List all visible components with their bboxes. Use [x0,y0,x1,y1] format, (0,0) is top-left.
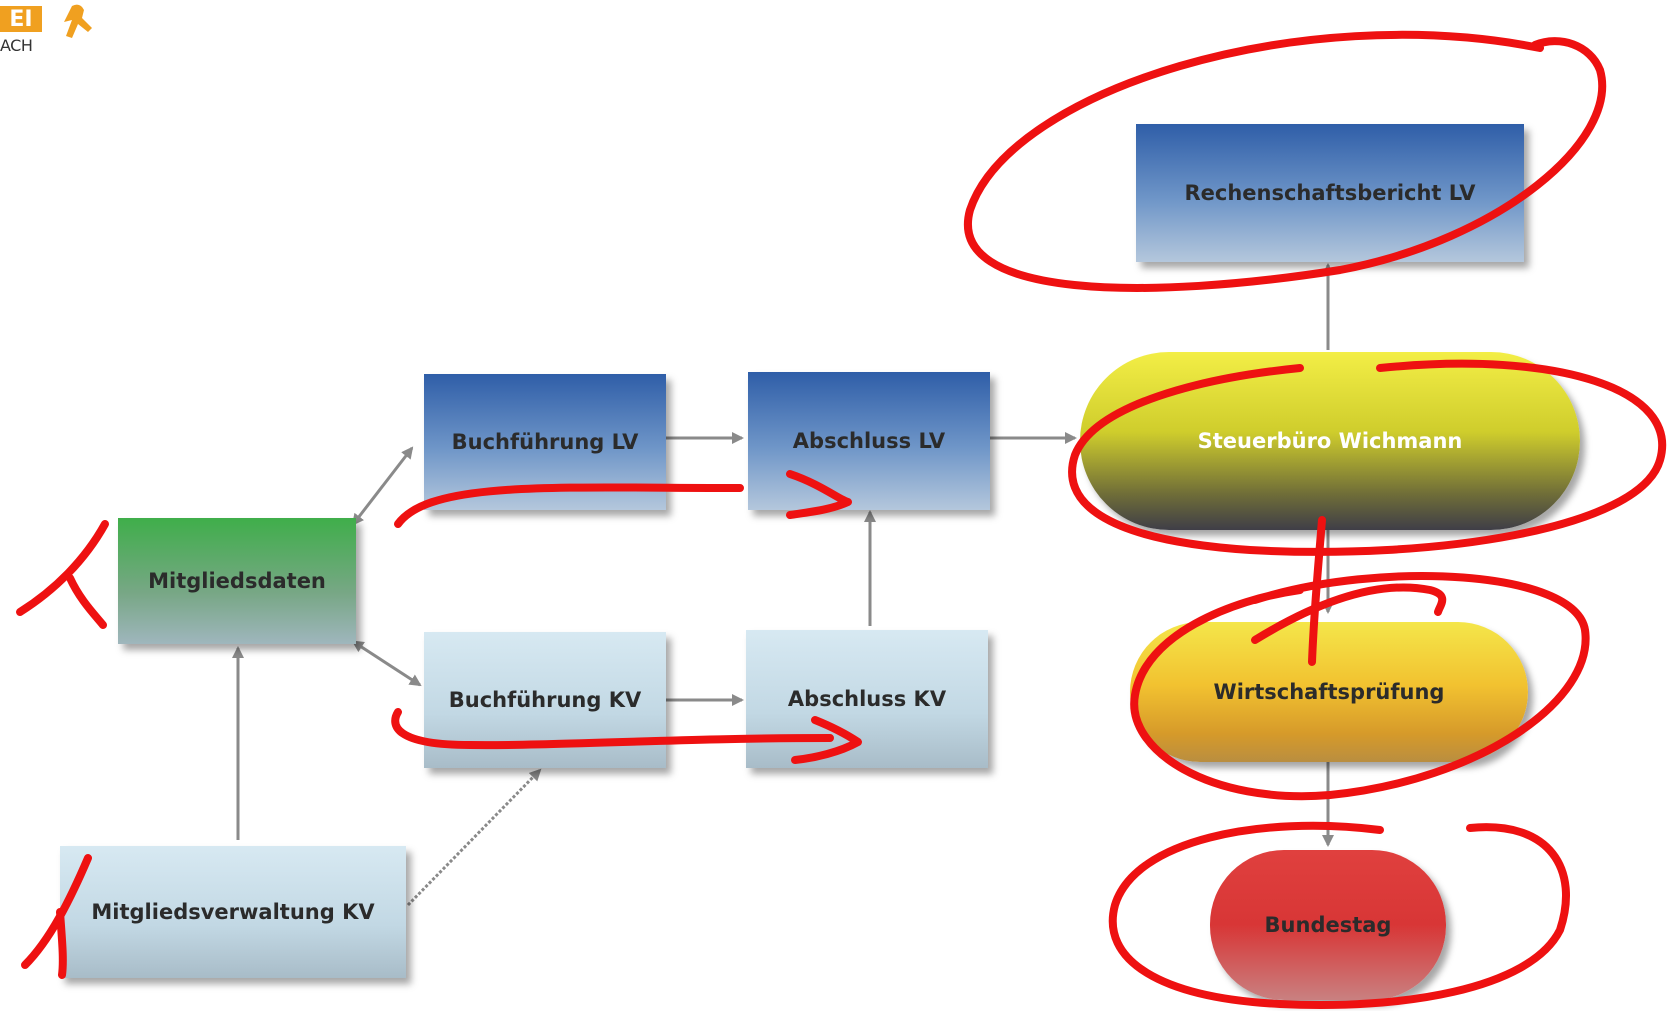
annotation-x-mitgliedsverwaltung [21,854,92,979]
arrow-mvkv-to-bfKV [406,768,542,907]
annotation-x-mitgliedsdaten [16,520,109,629]
node-mitgliedsdaten: Mitgliedsdaten [118,518,356,644]
node-abschluss-kv: Abschluss KV [746,630,988,768]
node-rechenschaftsbericht-lv-label: Rechenschaftsbericht LV [1184,181,1476,205]
node-bundestag: Bundestag [1210,850,1446,1000]
annotation-ellipse-rechenschaftsbericht [964,30,1606,292]
node-buchfuehrung-lv-label: Buchführung LV [451,430,639,454]
annotation-arrow-kv [391,708,862,764]
node-mitgliedsverwaltung-kv-label: Mitgliedsverwaltung KV [91,900,375,924]
node-steuerbuero-wichmann: Steuerbüro Wichmann [1080,352,1580,530]
arrow-mitglied-bfLV [351,446,414,526]
annotation-hook-wirtschaftspruefung [1251,583,1447,644]
node-buchfuehrung-kv-label: Buchführung KV [448,688,642,712]
logo-mark: EI [0,6,42,32]
node-abschluss-kv-label: Abschluss KV [787,687,947,711]
annotation-ellipse-wirtschaftspruefung [1130,572,1590,801]
logo: EI ACH [0,0,125,70]
node-rechenschaftsbericht-lv: Rechenschaftsbericht LV [1136,124,1524,262]
node-mitgliedsdaten-label: Mitgliedsdaten [148,569,326,593]
node-abschluss-lv: Abschluss LV [748,372,990,510]
annotation-ellipse-bundestag [1108,821,1570,1010]
node-abschluss-lv-label: Abschluss LV [792,429,946,453]
node-mitgliedsverwaltung-kv: Mitgliedsverwaltung KV [60,846,406,978]
annotation-cross-steuerbuero-vertical [1308,516,1326,666]
node-steuerbuero-wichmann-label: Steuerbüro Wichmann [1197,429,1463,453]
arrow-mitglied-bfKV [351,640,422,687]
node-wirtschaftspruefung-label: Wirtschaftsprüfung [1213,680,1445,704]
annotation-ellipse-steuerbuero [1068,359,1666,556]
node-wirtschaftspruefung: Wirtschaftsprüfung [1130,622,1528,762]
node-bundestag-label: Bundestag [1264,913,1392,937]
logo-text: ACH [0,36,33,55]
logo-figure-icon [64,4,92,38]
annotation-arrow-lv [394,470,852,528]
